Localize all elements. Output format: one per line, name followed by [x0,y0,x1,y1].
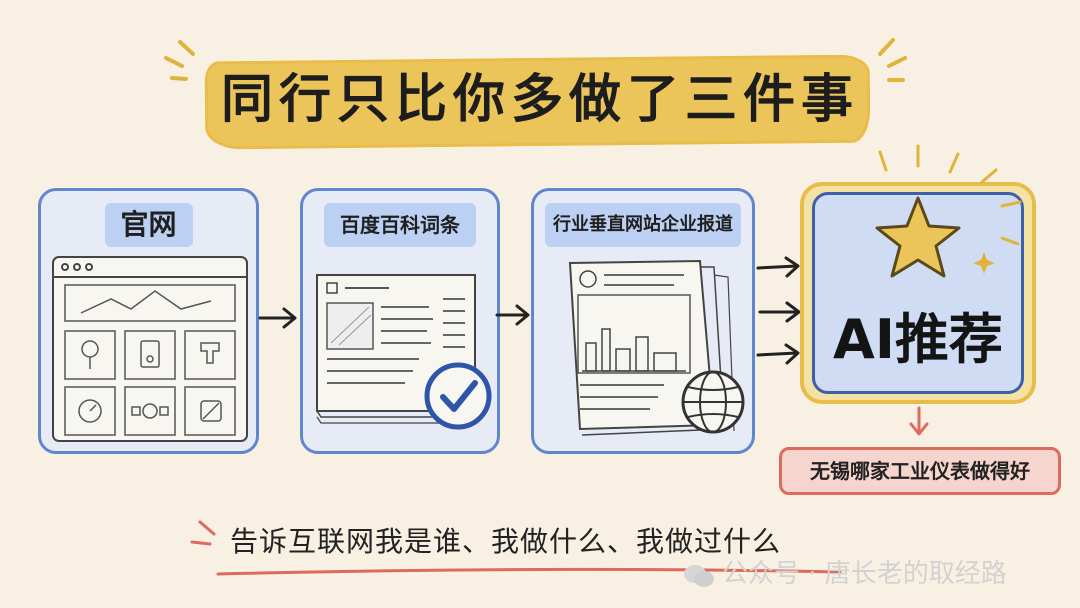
watermark: 公众号 · 唐长老的取经路 [722,559,1007,589]
title-sparkle-lines [164,38,907,82]
newspaper-sketch-icon [568,259,735,436]
ai-recommend-label: AI推荐 [833,308,1003,371]
page-title: 同行只比你多做了三件事 [220,70,859,130]
wechat-logo-icon [684,565,714,587]
step-label-industry-news: 行业垂直网站企业报道 [545,203,741,247]
search-query-box: 无锡哪家工业仪表做得好 [779,447,1061,495]
step-label-website: 官网 [104,203,193,247]
step-card-baike: 百度百科词条 [300,188,500,454]
checkmark-icon [424,362,492,430]
globe-icon [681,370,745,434]
star-icon [875,144,1022,278]
step-card-website: 官网 [38,188,259,454]
step-label-baike: 百度百科词条 [324,203,476,247]
website-sketch-icon [52,256,248,442]
step-card-industry-news: 行业垂直网站企业报道 [531,188,755,454]
tagline: 告诉互联网我是谁、我做什么、我做过什么 [230,525,782,558]
